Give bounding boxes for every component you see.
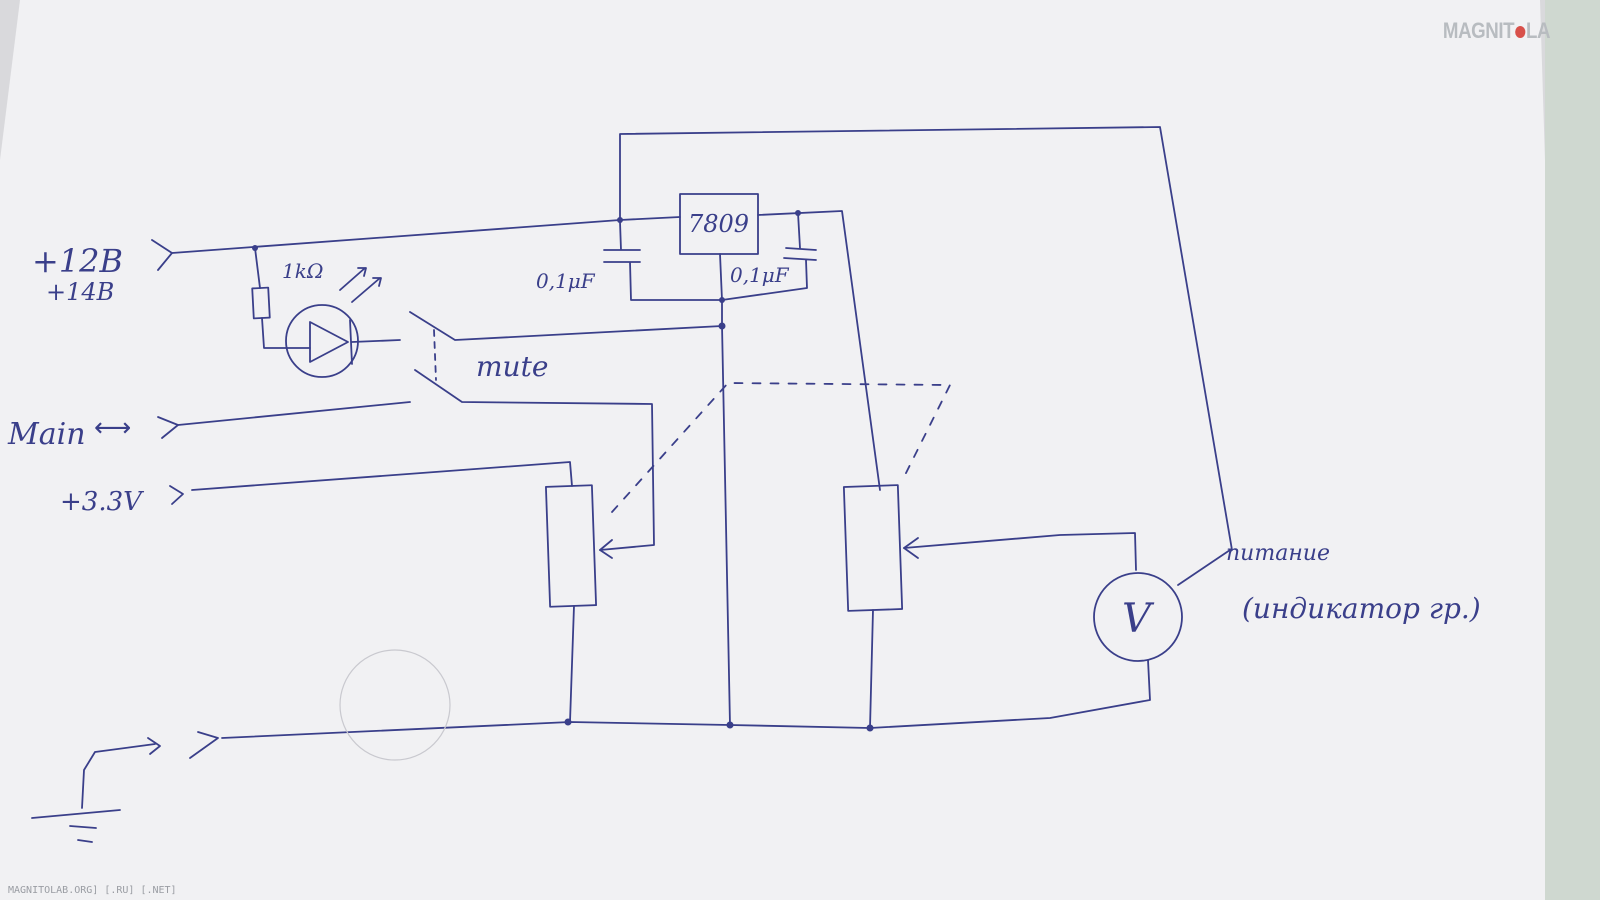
pot-right-wiper-wire xyxy=(903,532,1137,571)
label-cap-left: 0,1μF xyxy=(536,269,596,293)
led-diode-symbol xyxy=(309,319,401,365)
junction-cap-right xyxy=(795,210,801,216)
background-right-strip xyxy=(1545,0,1600,900)
potentiometer-left xyxy=(545,484,597,608)
mute-switch-top xyxy=(409,311,723,341)
wire-3v3 xyxy=(191,461,573,491)
wire-resistor-tap xyxy=(254,247,261,289)
wire-main xyxy=(177,401,411,426)
label-resistor: 1kΩ xyxy=(282,259,323,283)
mute-switch-dashed xyxy=(433,329,437,381)
label-voltmeter: V xyxy=(1122,596,1155,642)
input-ground-arrow xyxy=(189,731,219,759)
label-3v3: +3.3V xyxy=(60,487,144,517)
site-footer-watermark: MAGNITOLAB.ORG] [.RU] [.NET] xyxy=(8,885,177,896)
label-main: Main xyxy=(7,417,86,452)
wire-reg-ground xyxy=(719,253,723,301)
input-3v3-arrow xyxy=(169,485,184,505)
ground-symbol xyxy=(31,743,156,843)
label-12v: +12В xyxy=(32,242,123,280)
pot-left-wiper-arrow xyxy=(599,539,613,559)
wire-ground-rail xyxy=(221,721,871,739)
cap-left xyxy=(603,221,723,301)
label-power: питание xyxy=(1226,541,1330,566)
junction-ground-right xyxy=(866,724,874,732)
wire-voltmeter-power xyxy=(1177,549,1231,586)
wire-top-loop xyxy=(619,126,1233,551)
pot-right-wiper-arrow xyxy=(903,537,919,559)
junction-ground-center xyxy=(726,721,734,729)
label-indicator: (индикатор гр.) xyxy=(1242,592,1481,625)
label-14v: +14В xyxy=(46,278,114,306)
regulator-7809 xyxy=(679,193,759,255)
label-main-arrows: ⟷ xyxy=(94,413,131,443)
junction-mute xyxy=(718,322,726,330)
cap-right xyxy=(721,212,817,301)
junction-reg-ground xyxy=(719,297,725,303)
junction-cap-left xyxy=(617,217,623,223)
logo-dot-icon xyxy=(1514,26,1526,39)
ground-symbol-arrow xyxy=(147,737,161,755)
potentiometer-right xyxy=(842,484,904,612)
wire-resistor-led xyxy=(261,317,311,349)
label-regulator: 7809 xyxy=(688,210,749,238)
label-mute: mute xyxy=(476,350,548,383)
voltmeter xyxy=(1093,572,1183,662)
led-light-arrows xyxy=(339,267,382,303)
junction-12v xyxy=(252,245,258,251)
wire-pot-right-ground xyxy=(869,609,874,729)
mute-switch-bottom xyxy=(414,369,655,551)
wire-pot-left-ground xyxy=(569,605,575,723)
label-cap-right: 0,1μF xyxy=(730,263,790,287)
wire-reg-out xyxy=(757,210,881,491)
wire-voltmeter-ground xyxy=(869,659,1151,729)
junction-ground-left xyxy=(564,718,572,726)
faint-stamp-mark xyxy=(339,649,451,761)
